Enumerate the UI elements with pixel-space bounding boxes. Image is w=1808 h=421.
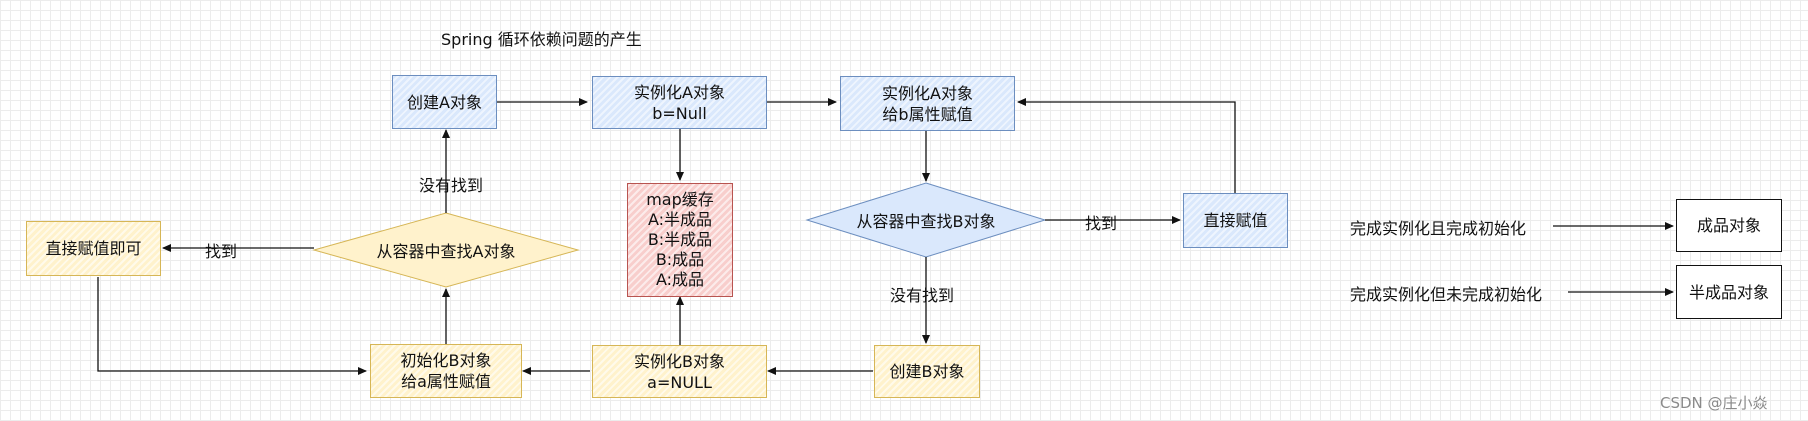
- create-a-label: 创建A对象: [407, 92, 482, 112]
- legend-box-half-label: 半成品对象: [1688, 282, 1769, 302]
- find-b-label: 从容器中查找B对象: [856, 212, 996, 231]
- instantiate-a-line-2: b=Null: [652, 103, 707, 123]
- instantiate-b-line-2: a=NULL: [647, 372, 712, 392]
- instantiate-a-node: 实例化A对象 b=Null: [592, 76, 767, 129]
- assign-b-line-1: 实例化A对象: [882, 83, 973, 103]
- legend-text-finished: 完成实例化且完成初始化: [1350, 219, 1527, 238]
- legend-text-half: 完成实例化但未完成初始化: [1350, 285, 1543, 304]
- diagram-title: Spring 循环依赖问题的产生: [441, 30, 642, 49]
- find-a-diamond: [312, 212, 580, 288]
- direct-assign-right-label: 直接赋值: [1203, 211, 1268, 230]
- assign-b-node: 实例化A对象 给b属性赋值: [840, 76, 1015, 131]
- direct-assign-right-node: 直接赋值: [1183, 193, 1288, 248]
- not-found-a-label: 没有找到: [419, 176, 484, 195]
- instantiate-b-line-1: 实例化B对象: [634, 351, 725, 371]
- init-b-line-1: 初始化B对象: [400, 351, 492, 370]
- legend-box-half: 半成品对象: [1676, 265, 1782, 319]
- found-b-label: 找到: [1085, 214, 1118, 233]
- map-cache-line-5: A:成品: [655, 270, 705, 289]
- legend-box-finished-label: 成品对象: [1696, 216, 1761, 235]
- create-b-label: 创建B对象: [889, 362, 965, 381]
- edge-direct-left-to-init-b: [97, 277, 367, 375]
- map-cache-line-2: A:半成品: [647, 210, 713, 229]
- create-a-node: 创建A对象: [392, 75, 497, 129]
- legend-box-finished: 成品对象: [1676, 199, 1782, 252]
- find-a-label: 从容器中查找A对象: [376, 242, 516, 261]
- direct-assign-left-node: 直接赋值即可: [26, 221, 161, 276]
- init-b-line-2: 给a属性赋值: [401, 372, 491, 391]
- watermark: CSDN @庄小焱: [1660, 394, 1768, 412]
- instantiate-b-node: 实例化B对象 a=NULL: [592, 345, 767, 398]
- map-cache-line-1: map缓存: [646, 190, 714, 209]
- not-found-b-label: 没有找到: [890, 286, 955, 305]
- direct-assign-left-label: 直接赋值即可: [45, 239, 142, 258]
- edge-direct-to-assign-b: [1017, 98, 1236, 193]
- instantiate-a-line-1: 实例化A对象: [634, 82, 725, 102]
- init-b-node: 初始化B对象 给a属性赋值: [370, 344, 522, 398]
- found-a-label: 找到: [205, 242, 238, 261]
- assign-b-line-2: 给b属性赋值: [882, 104, 973, 124]
- map-cache-line-4: B:成品: [655, 250, 705, 269]
- map-cache-line-3: B:半成品: [647, 230, 713, 249]
- create-b-node: 创建B对象: [874, 345, 980, 398]
- map-cache-node: map缓存 A:半成品 B:半成品 B:成品 A:成品: [627, 183, 733, 297]
